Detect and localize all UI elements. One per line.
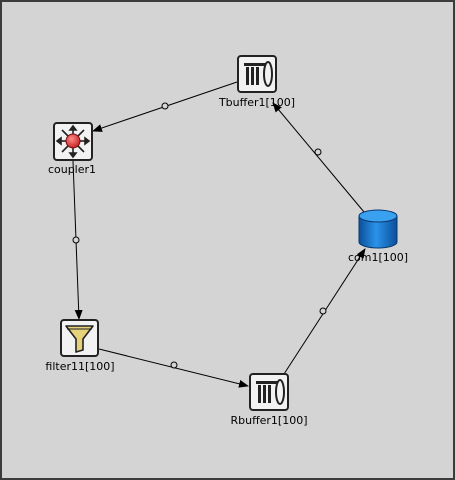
edge-midpoint-handle[interactable] [161, 102, 169, 110]
node-tbuffer[interactable]: Tbuffer1[100] [218, 55, 295, 109]
edge-midpoint-handle[interactable] [170, 361, 178, 369]
funnel-icon [60, 319, 99, 357]
edge-com-tbuffer[interactable] [272, 102, 365, 213]
node-label: Tbuffer1[100] [218, 96, 295, 109]
node-filter[interactable]: filter11[100] [45, 319, 115, 373]
buffer-icon [249, 373, 289, 411]
edge-midpoint-handle[interactable] [319, 307, 327, 315]
edges-layer [72, 81, 366, 388]
buffer-icon [237, 55, 277, 93]
node-label: filter11[100] [45, 360, 114, 373]
coupler-icon [53, 122, 93, 161]
node-com[interactable]: com1[100] [348, 209, 408, 264]
node-label: Rbuffer1[100] [230, 414, 307, 427]
edge-filter-rbuffer[interactable] [98, 348, 249, 388]
edge-midpoint-handle[interactable] [72, 236, 80, 244]
database-icon [358, 209, 398, 249]
edge-tbuffer-coupler[interactable] [92, 81, 238, 132]
node-rbuffer[interactable]: Rbuffer1[100] [230, 373, 308, 427]
edge-rbuffer-com[interactable] [283, 248, 366, 375]
node-coupler[interactable]: coupler1 [48, 122, 96, 176]
edge-midpoint-handle[interactable] [314, 148, 322, 156]
node-label: coupler1 [48, 163, 96, 176]
node-label: com1[100] [348, 251, 408, 264]
edge-coupler-filter[interactable] [72, 160, 83, 320]
